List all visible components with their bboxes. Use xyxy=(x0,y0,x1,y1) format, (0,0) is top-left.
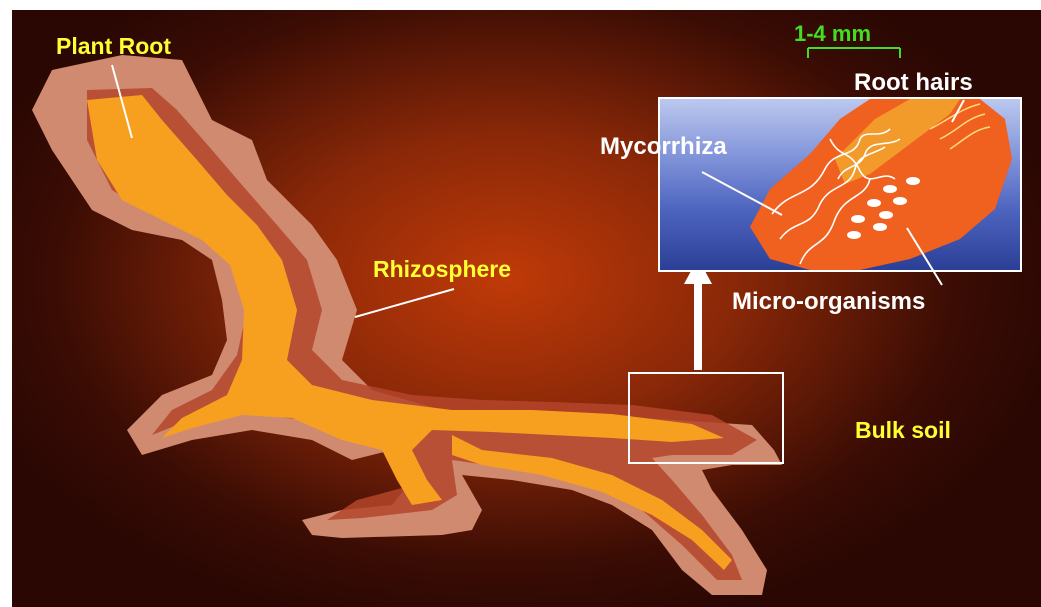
inset-illustration xyxy=(660,99,1020,270)
mycorrhiza-label: Mycorrhiza xyxy=(600,133,727,161)
scale-bar xyxy=(808,48,900,58)
rhizosphere-label: Rhizosphere xyxy=(373,256,511,283)
rhizosphere-pointer xyxy=(355,289,454,317)
micro-organisms-label: Micro-organisms xyxy=(732,288,925,316)
root-hairs-label: Root hairs xyxy=(854,69,973,97)
plant-root-core xyxy=(87,95,732,570)
bulk-soil-label: Bulk soil xyxy=(855,417,951,444)
diagram-canvas: Plant Root Rhizosphere Bulk soil Mycorrh… xyxy=(12,10,1041,607)
scale-label: 1-4 mm xyxy=(794,21,871,47)
magnified-inset xyxy=(658,97,1022,272)
plant-root-label: Plant Root xyxy=(56,33,171,60)
zoom-region-box xyxy=(628,372,784,464)
